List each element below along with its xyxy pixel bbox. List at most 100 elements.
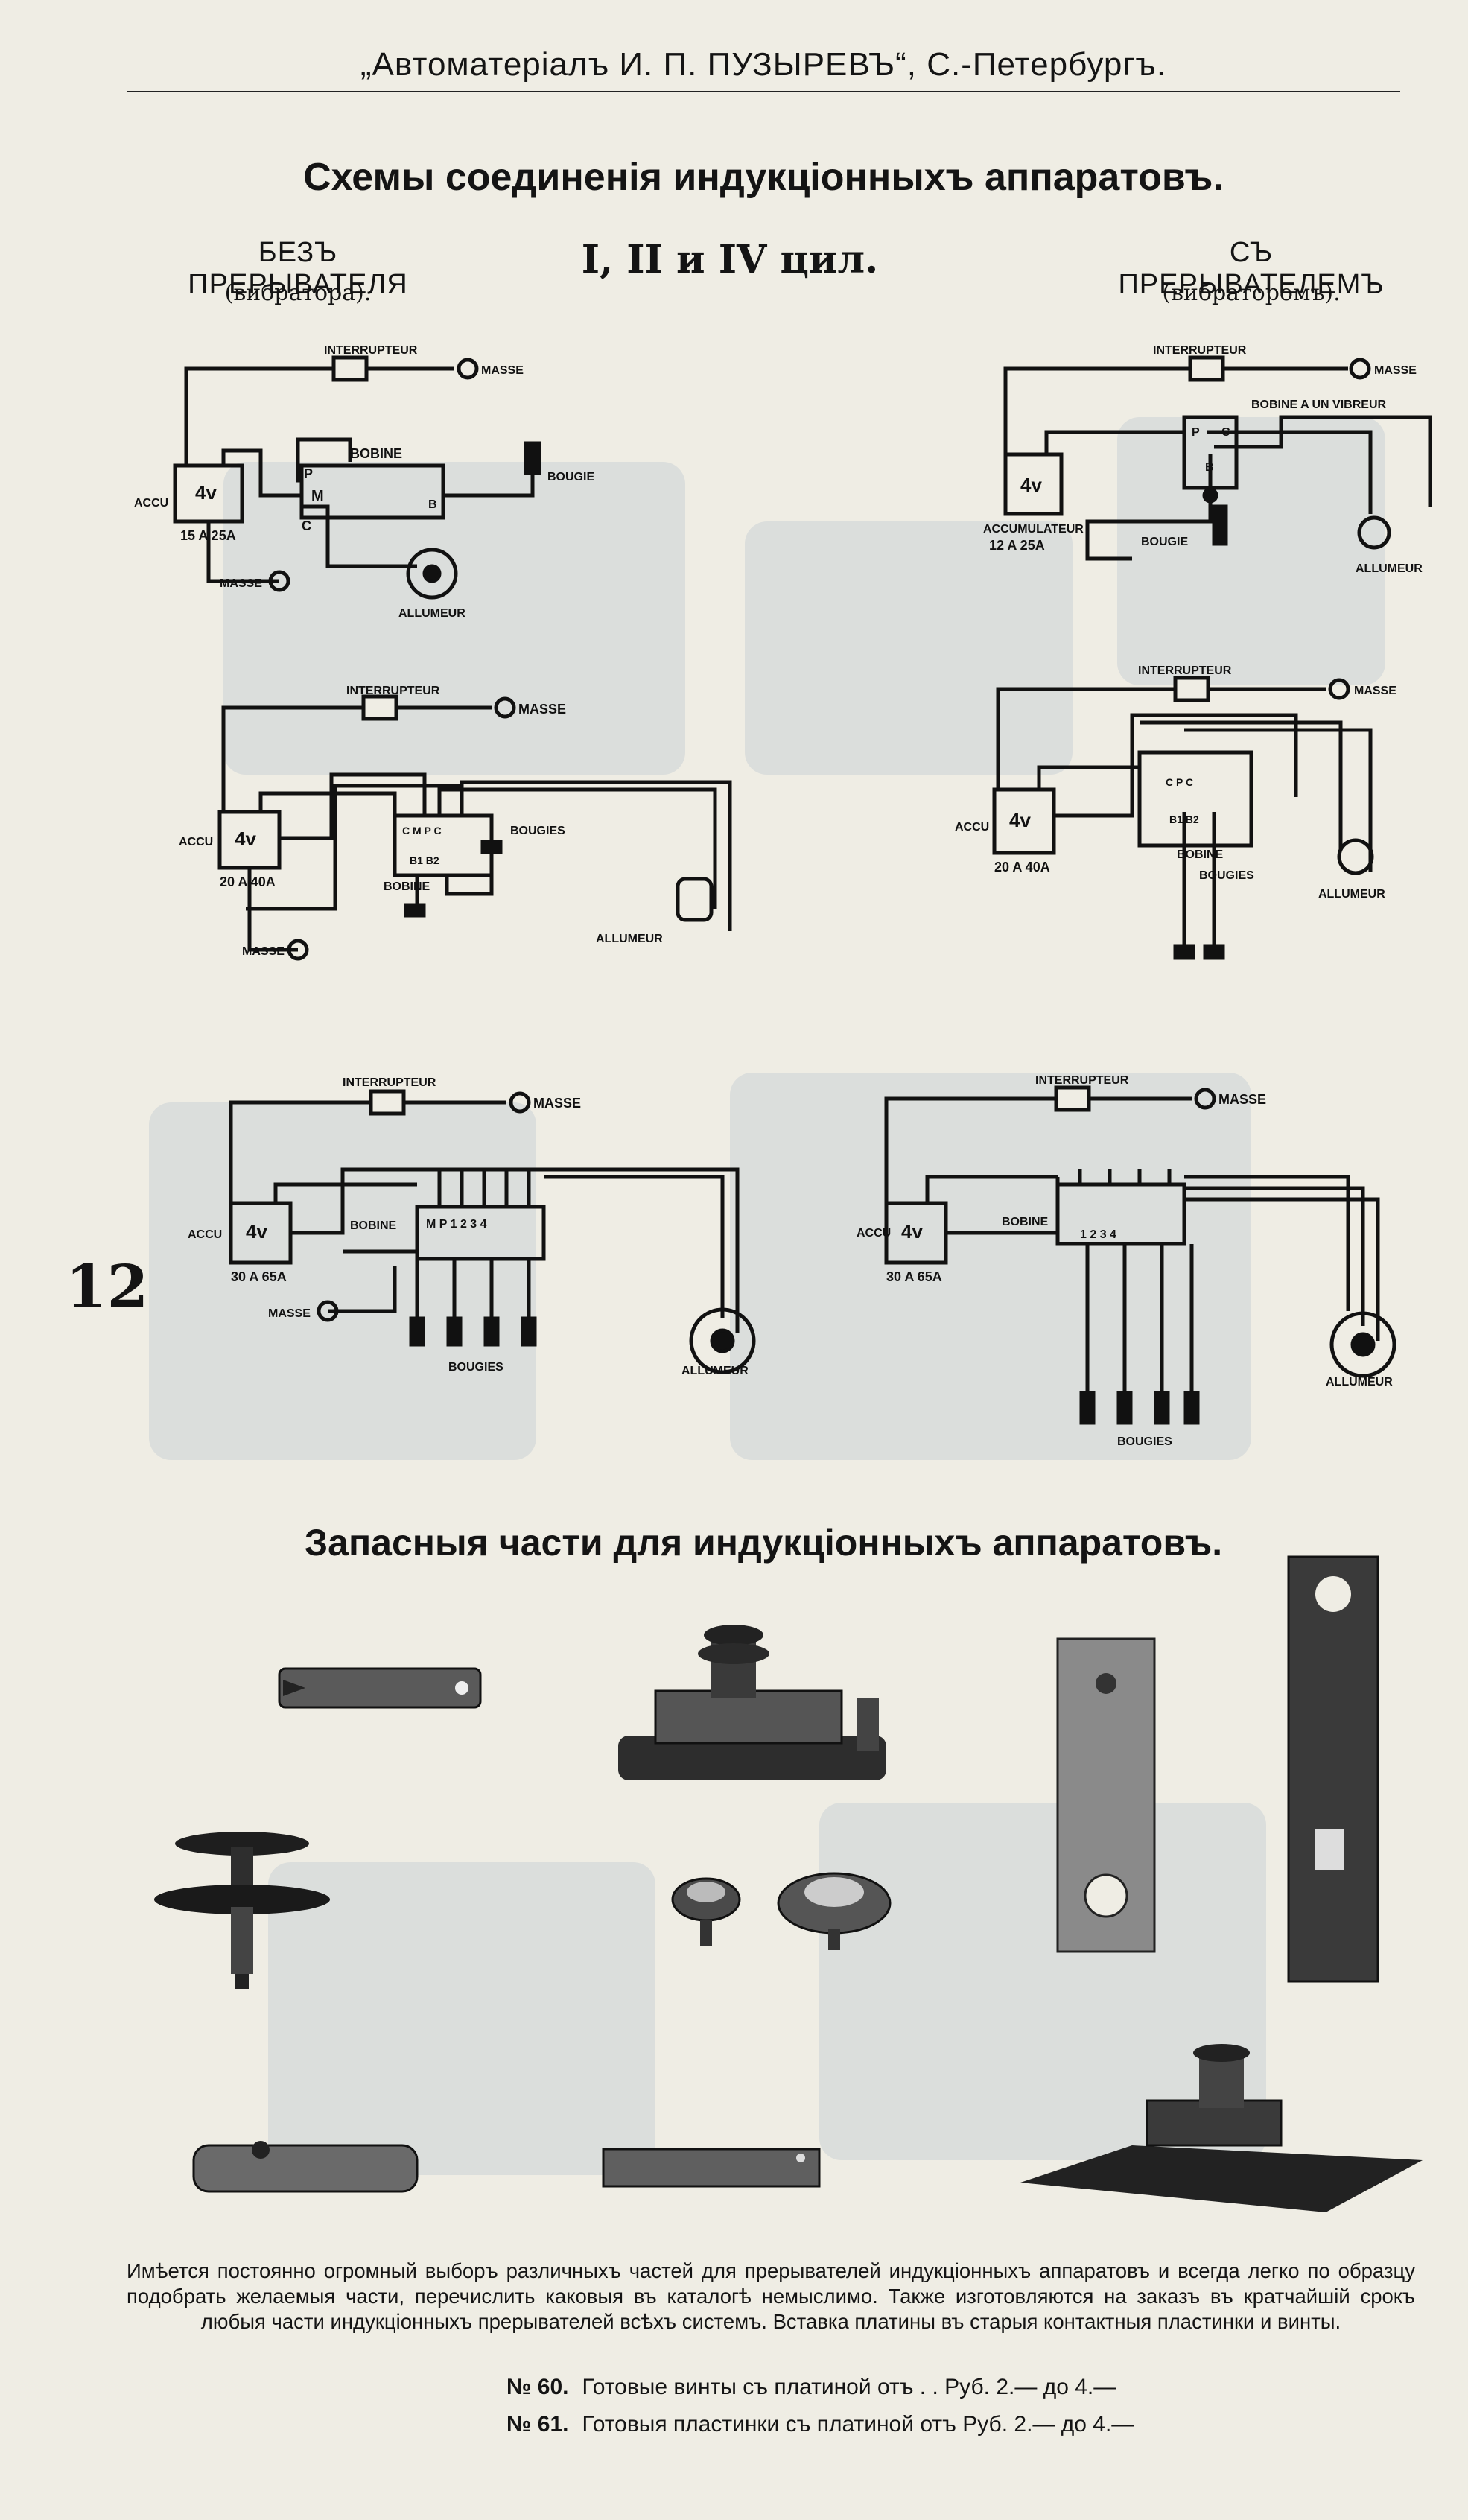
svg-text:B1 B2: B1 B2 [410,854,439,866]
svg-text:1 2 3 4: 1 2 3 4 [1080,1228,1116,1241]
svg-text:ALLUMEUR: ALLUMEUR [1356,562,1423,575]
svg-text:C M P C: C M P C [402,825,442,837]
svg-text:BOUGIES: BOUGIES [1199,869,1254,882]
svg-text:P: P [1192,426,1200,439]
price-text: Готовые винты съ платиной отъ . . Руб. 2… [582,2375,1116,2399]
svg-text:MASSE: MASSE [1374,364,1417,377]
svg-text:12 A 25A: 12 A 25A [989,538,1045,553]
interrupter-base-part [1020,2044,1423,2212]
masse-ground [1194,1088,1216,1110]
svg-text:4v: 4v [235,828,256,850]
masse-ground [287,939,309,961]
bougie-plug [1183,1391,1200,1425]
svg-text:MASSE: MASSE [268,1307,311,1320]
bougie-plug [404,903,426,918]
left-column-label: БЕЗЪ ПРЕРЫВАТЕЛЯ [188,237,408,300]
wiring-diagram-6: INTERRUPTEUR MASSE ACCU 4v 30 A 65A BOBI… [857,1074,1396,1448]
masse-ground [1349,358,1371,380]
svg-text:ALLUMEUR: ALLUMEUR [398,607,465,620]
svg-text:4v: 4v [901,1220,923,1242]
interrupteur-switch [369,1089,406,1116]
svg-text:MASSE: MASSE [220,577,262,590]
knob-part [777,1872,892,1950]
svg-text:MASSE: MASSE [1218,1092,1266,1107]
svg-text:C P C: C P C [1166,776,1193,788]
svg-text:30 A 65A: 30 A 65A [886,1269,942,1284]
svg-text:C: C [1221,426,1230,439]
price-text: Готовыя пластинки съ платиной отъ Руб. 2… [582,2412,1134,2437]
spare-parts-illustrations [154,1555,1423,2212]
cylinders-heading: I, II и IV цил. [581,237,879,282]
wiring-diagram-5: INTERRUPTEUR MASSE ACCU 4v 30 A 65A BOBI… [188,1076,756,1377]
battery-box [1003,452,1064,516]
svg-text:B1 B2: B1 B2 [1169,813,1199,825]
bougie-plug [446,1316,463,1347]
svg-text:ACCU: ACCU [857,1227,891,1240]
svg-text:4v: 4v [246,1220,267,1242]
svg-text:4v: 4v [1009,809,1031,831]
svg-text:INTERRUPTEUR: INTERRUPTEUR [324,344,418,357]
svg-text:MASSE: MASSE [1354,685,1396,697]
masse-ground [268,570,290,592]
masse-ground [457,358,479,380]
knob-part [671,1877,741,1946]
svg-text:BOBINE: BOBINE [384,880,430,893]
left-column-sub: (вибратора). [224,280,372,306]
contact-bar-part [1287,1555,1379,1983]
interrupteur-switch [331,355,369,382]
svg-text:ALLUMEUR: ALLUMEUR [681,1365,749,1377]
bougie-plug [524,441,541,475]
svg-text:INTERRUPTEUR: INTERRUPTEUR [343,1076,436,1089]
svg-text:20 A 40A: 20 A 40A [994,860,1050,875]
bougie-plug [1173,944,1195,960]
svg-text:BOUGIE: BOUGIE [1141,536,1188,548]
svg-text:P: P [304,466,313,481]
svg-text:B: B [1205,461,1214,474]
svg-text:30 A 65A: 30 A 65A [231,1269,287,1284]
bougie-plug [1203,944,1225,960]
price-line-61: № 61.Готовыя пластинки съ платиной отъ Р… [506,2412,1134,2437]
bougie-plug [1154,1391,1170,1425]
svg-text:INTERRUPTEUR: INTERRUPTEUR [1138,664,1232,677]
svg-text:20 A 40A: 20 A 40A [220,875,276,889]
bougie-plug [409,1316,425,1347]
svg-text:M: M [311,488,324,504]
svg-text:BOUGIES: BOUGIES [448,1361,503,1374]
svg-text:INTERRUPTEUR: INTERRUPTEUR [1035,1074,1129,1087]
bobine-coil [299,463,445,520]
svg-text:INTERRUPTEUR: INTERRUPTEUR [1153,344,1247,357]
show-through-shape [149,1102,536,1460]
svg-text:ACCU: ACCU [955,821,989,834]
svg-text:M P 1 2 3 4: M P 1 2 3 4 [426,1218,487,1231]
bobine-coil [415,1205,546,1261]
masse-ground [1328,678,1350,700]
wiring-diagram-2: INTERRUPTEUR MASSE ACCUMULATEUR 4v 12 A … [983,344,1432,575]
battery-box [992,787,1056,855]
wiring-diagram-1: INTERRUPTEUR MASSE ACCU 4v 15 A 25A BOBI… [134,344,594,620]
page-number: 12 [66,1251,149,1321]
svg-text:BOBINE: BOBINE [350,446,402,461]
svg-text:BOBINE: BOBINE [350,1219,397,1232]
svg-text:ALLUMEUR: ALLUMEUR [1326,1376,1393,1388]
page-title: Схемы соединенія индукціонныхъ аппаратов… [303,156,1224,199]
svg-text:BOBINE: BOBINE [1002,1216,1049,1228]
wiring-diagram-3: INTERRUPTEUR MASSE ACCU 4v 20 A 40A BOBI… [179,685,732,961]
svg-text:BOUGIE: BOUGIE [547,471,594,483]
allumeur-distributor [1357,515,1391,550]
bougie-plug [521,1316,537,1347]
bougie-plug [483,1316,500,1347]
svg-text:MASSE: MASSE [242,945,285,958]
svg-text:MASSE: MASSE [533,1096,581,1111]
svg-text:MASSE: MASSE [518,702,566,717]
spring-strip-part [192,2141,419,2193]
svg-text:15 A 25A: 15 A 25A [180,528,236,543]
bougie-plug [480,840,503,854]
contact-strip-part [278,1667,482,1709]
flat-strip-part [602,2148,821,2188]
vibrator-assembly-part [618,1625,886,1780]
allumeur-distributor [1337,838,1374,875]
show-through-shape [745,521,1073,775]
allumeur-distributor [1329,1311,1396,1378]
svg-text:BOUGIES: BOUGIES [1117,1435,1172,1448]
